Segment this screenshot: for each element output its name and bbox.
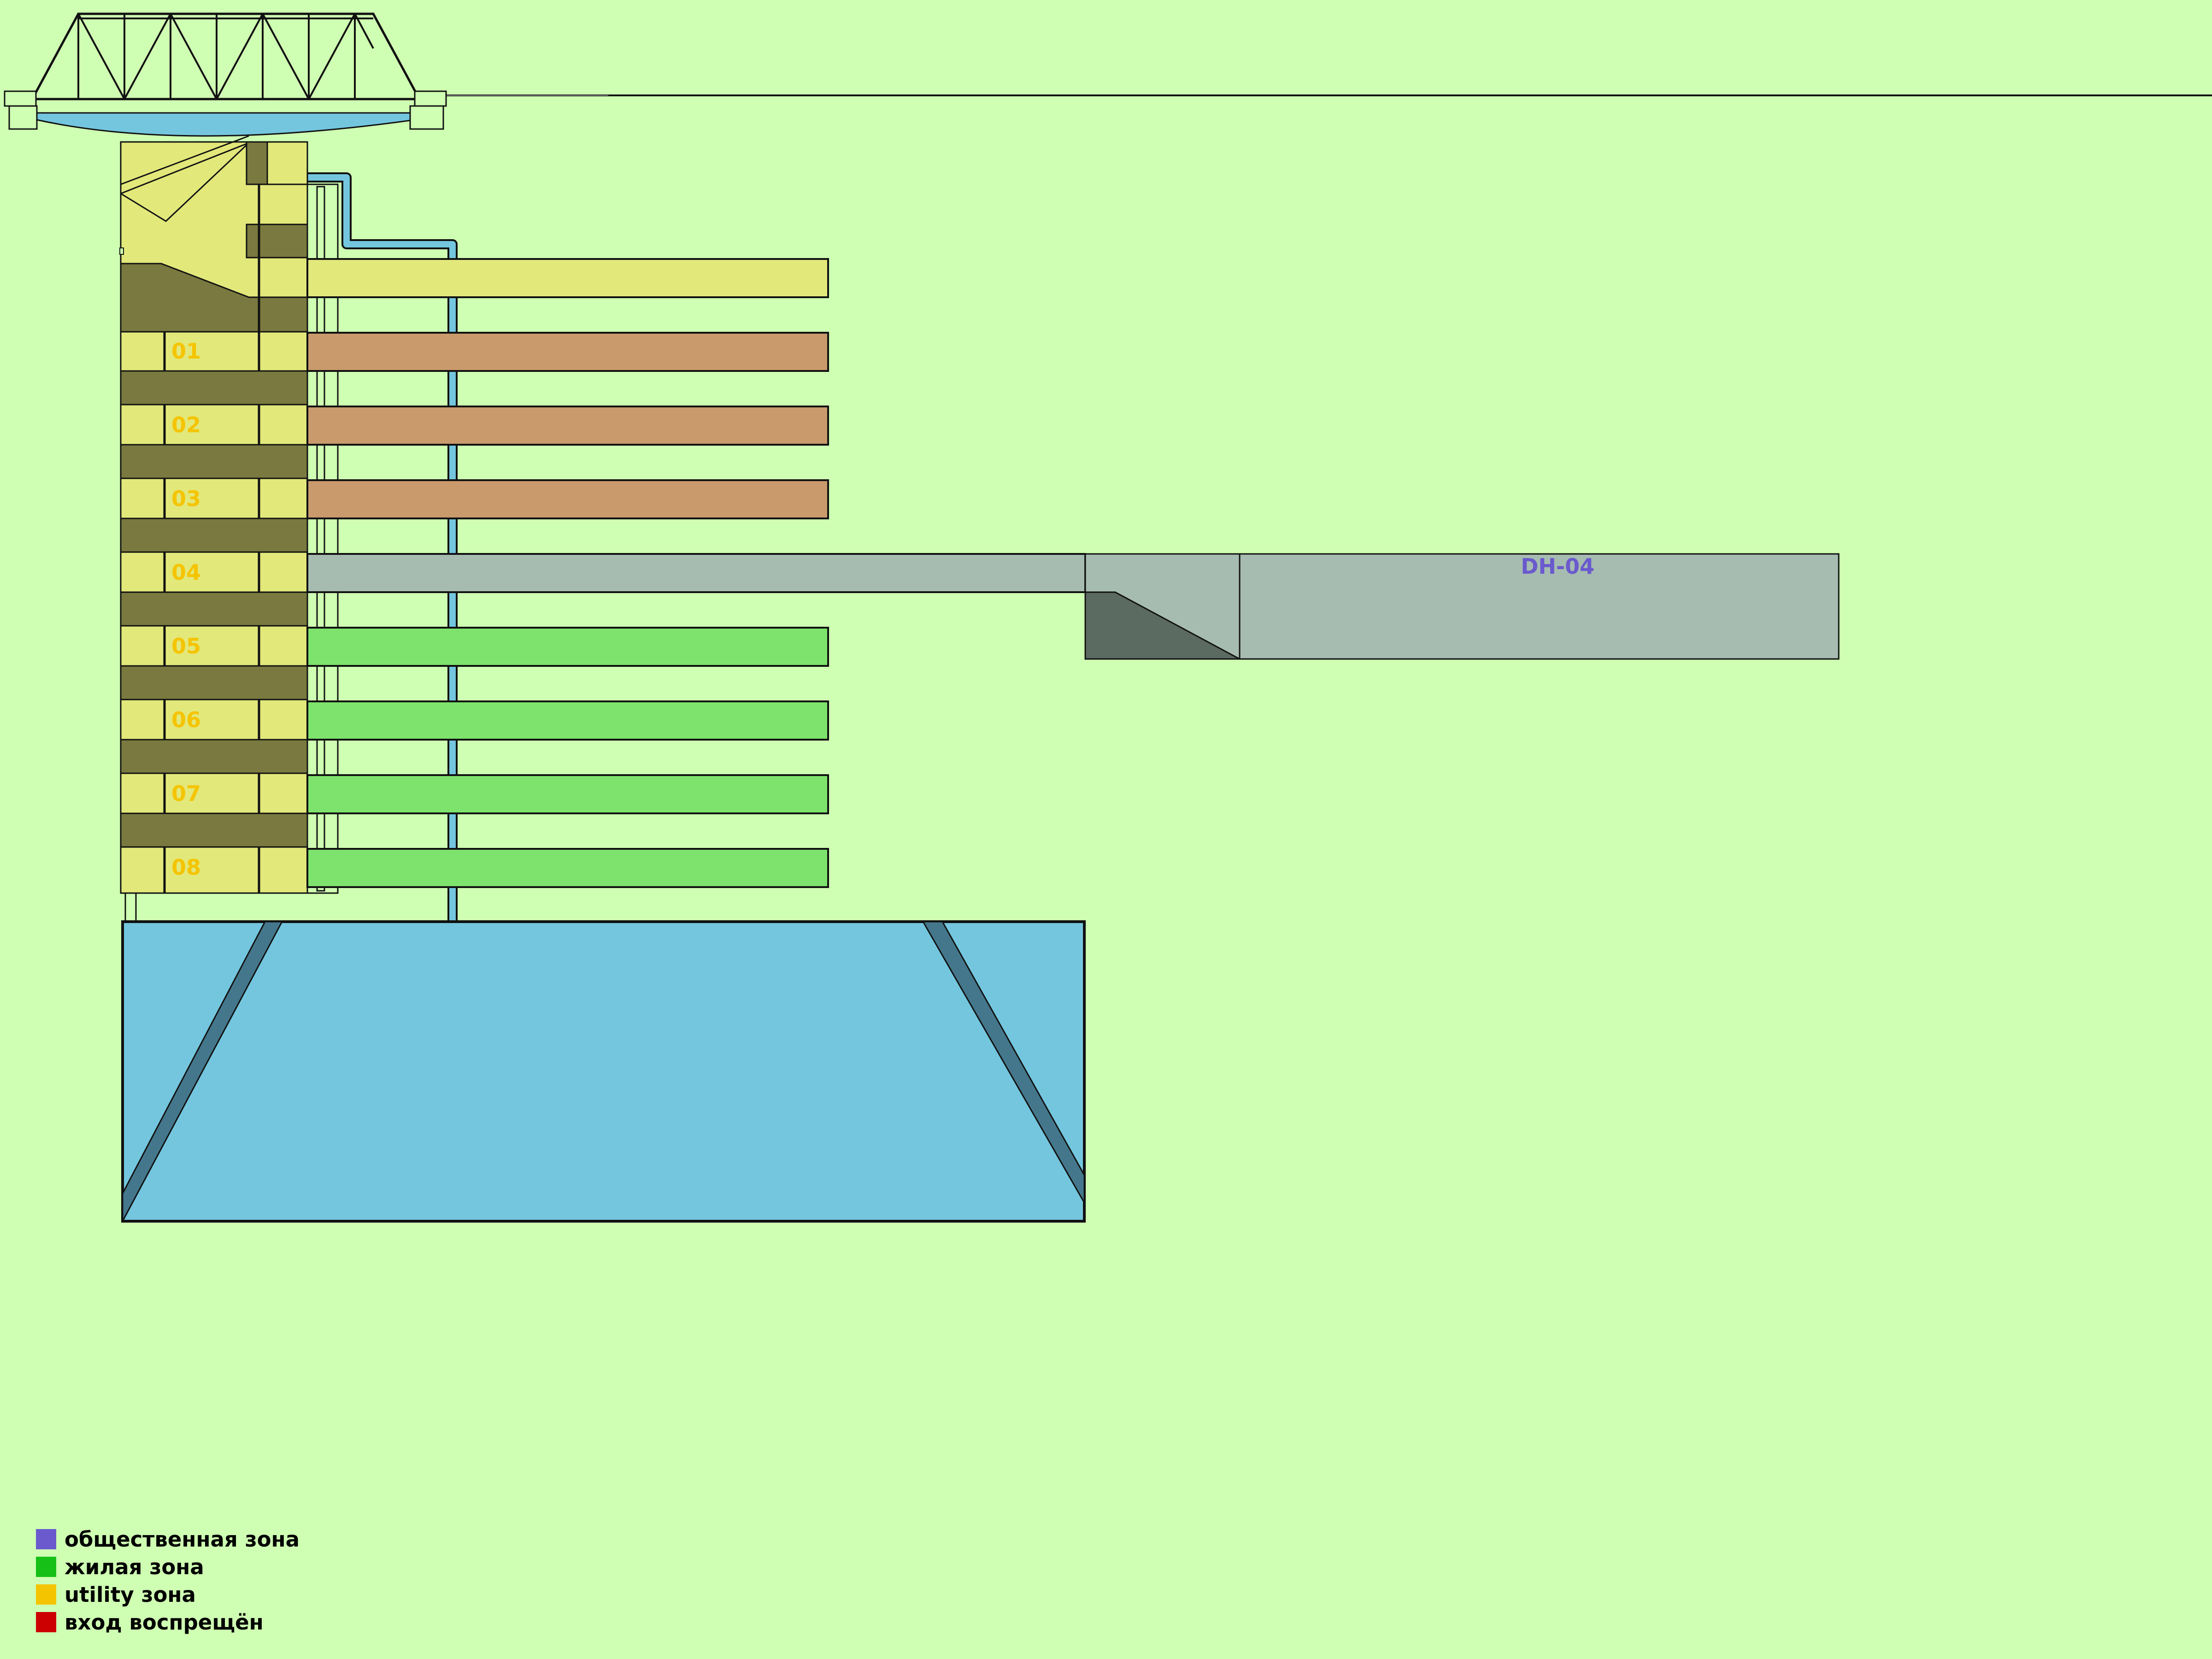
corridor-level-05 [306,627,829,667]
top-corridor [306,258,829,298]
truss-bridge [4,12,447,137]
legend: общественная зона жилая зона utility зон… [36,1525,300,1636]
legend-swatch-residential [36,1557,56,1577]
level-label-01: 01 [171,339,201,364]
legend-label-public: общественная зона [65,1527,300,1552]
main-shaft [119,135,339,922]
corridor-level-03 [306,479,829,519]
level-label-04: 04 [171,560,201,585]
level-label-06: 06 [171,707,201,732]
legend-label-utility: utility зона [65,1582,196,1607]
dh-04-wing: DH-04 [1084,553,1840,660]
level-labels: 01 02 03 04 05 06 07 08 [171,339,201,880]
level-label-02: 02 [171,412,201,437]
legend-swatch-restricted [36,1612,56,1632]
legend-item-restricted: вход воспрещён [36,1608,300,1636]
legend-swatch-utility [36,1584,56,1605]
corridor-level-02 [306,406,829,446]
level-label-08: 08 [171,855,201,880]
corridor-level-06 [306,700,829,741]
level-label-07: 07 [171,781,201,806]
reservoir [121,920,1086,1223]
corridor-level-07 [306,774,829,814]
corridor-level-08 [306,848,829,888]
legend-item-residential: жилая зона [36,1553,300,1581]
level-corridors [306,332,1086,888]
legend-label-residential: жилая зона [65,1554,204,1579]
legend-item-public: общественная зона [36,1525,300,1553]
dh-04-label: DH-04 [1521,554,1594,579]
corridor-level-04 [306,553,1086,593]
legend-item-utility: utility зона [36,1581,300,1608]
legend-label-restricted: вход воспрещён [65,1610,264,1635]
level-label-03: 03 [171,486,201,511]
legend-swatch-public [36,1529,56,1549]
corridor-level-01 [306,332,829,372]
level-label-05: 05 [171,634,201,659]
